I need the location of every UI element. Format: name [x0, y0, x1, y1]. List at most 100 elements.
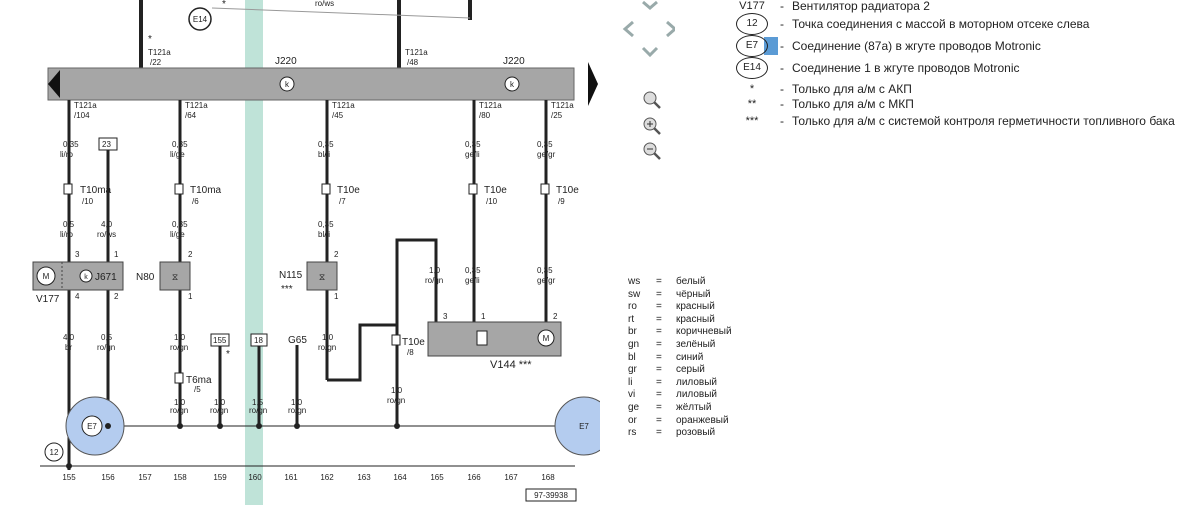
- svg-text:ge/gr: ge/gr: [537, 150, 556, 159]
- connection-icon: E14: [736, 57, 768, 79]
- arrow-left-icon[interactable]: [48, 70, 60, 98]
- color-row: gr=серый: [628, 364, 732, 377]
- color-eq: =: [656, 351, 662, 363]
- grid-number: 155: [62, 473, 76, 482]
- color-code: rs: [628, 427, 637, 439]
- svg-text:T121a: T121a: [148, 48, 171, 57]
- svg-text:T121a: T121a: [405, 48, 428, 57]
- svg-text:/5: /5: [194, 385, 201, 394]
- diagram-code: [525, 488, 577, 502]
- svg-text:0,5: 0,5: [101, 333, 113, 342]
- svg-text:0,35: 0,35: [465, 266, 481, 275]
- legend-row: ** - Только для а/м с МКП: [747, 97, 914, 111]
- zoom-out-icon[interactable]: [643, 142, 661, 160]
- svg-text:⧖: ⧖: [319, 272, 325, 282]
- svg-text:/8: /8: [407, 348, 414, 357]
- svg-text:0,35: 0,35: [318, 220, 334, 229]
- grid-number: 161: [284, 473, 298, 482]
- relay-icon: [279, 76, 295, 92]
- n80-label: N80: [136, 272, 155, 283]
- svg-text:1: 1: [481, 312, 486, 321]
- color-eq: =: [656, 364, 662, 376]
- ref-box-18: [250, 333, 268, 347]
- svg-text:3: 3: [443, 312, 448, 321]
- color-code: br: [628, 326, 637, 338]
- svg-text:ro/gn: ro/gn: [170, 343, 188, 352]
- color-row: gn=зелёный: [628, 339, 732, 352]
- pan-left-icon[interactable]: [622, 20, 634, 38]
- color-row: ws=белый: [628, 276, 732, 289]
- color-eq: =: [656, 389, 662, 401]
- svg-text:ge/li: ge/li: [465, 276, 480, 285]
- svg-text:br: br: [65, 343, 72, 352]
- color-eq: =: [656, 401, 662, 413]
- relay-icon: [504, 76, 520, 92]
- color-eq: =: [656, 276, 662, 287]
- svg-text:ro/gn: ro/gn: [249, 406, 267, 415]
- relay-icon: [79, 269, 93, 283]
- color-name: серый: [676, 364, 705, 376]
- svg-text:1: 1: [188, 292, 193, 301]
- legend-row: V177 - Вентилятор радиатора 2: [739, 0, 930, 13]
- color-name: оранжевый: [676, 414, 729, 426]
- zoom-fit-icon[interactable]: [643, 91, 661, 109]
- svg-text:ro/gn: ro/gn: [97, 343, 115, 352]
- pan-up-icon[interactable]: [642, 0, 658, 10]
- color-code: li: [628, 376, 633, 388]
- svg-text:*: *: [148, 34, 152, 45]
- svg-text:T121a: T121a: [479, 101, 502, 110]
- svg-text:2: 2: [334, 250, 339, 259]
- svg-text:li/ro: li/ro: [60, 150, 73, 159]
- v177-label: V177: [36, 294, 60, 305]
- svg-text:2: 2: [553, 312, 558, 321]
- color-name: чёрный: [676, 288, 711, 300]
- ground-icon: 12: [736, 13, 768, 35]
- svg-text:/10: /10: [486, 197, 498, 206]
- pan-down-icon[interactable]: [641, 46, 659, 58]
- svg-text:0,35: 0,35: [172, 140, 188, 149]
- color-row: ro=красный: [628, 301, 732, 314]
- arrow-right-icon[interactable]: [588, 62, 598, 106]
- svg-text:0,35: 0,35: [537, 140, 553, 149]
- color-code: ge: [628, 401, 640, 413]
- n115-label: N115: [279, 270, 303, 281]
- svg-text:ro/gn: ro/gn: [170, 406, 188, 415]
- connection-icon: E7: [736, 35, 768, 57]
- svg-text:1,0: 1,0: [214, 398, 226, 407]
- svg-text:1,0: 1,0: [429, 266, 441, 275]
- color-row: rt=красный: [628, 314, 732, 327]
- color-name: красный: [676, 313, 715, 325]
- svg-text:0,35: 0,35: [172, 220, 188, 229]
- component-n115: [306, 261, 338, 291]
- g65-label: G65: [288, 335, 307, 346]
- svg-text:1,0: 1,0: [291, 398, 303, 407]
- svg-text:ro/gn: ro/gn: [387, 396, 405, 405]
- zoom-in-icon[interactable]: [643, 117, 661, 135]
- grid-number: 168: [541, 473, 555, 482]
- color-eq: =: [656, 427, 662, 439]
- svg-text:T10ma: T10ma: [80, 185, 112, 196]
- pan-right-icon[interactable]: [666, 20, 675, 38]
- grid-number: 160: [248, 473, 262, 482]
- svg-text:/22: /22: [150, 58, 162, 67]
- color-name: жёлтый: [676, 401, 712, 413]
- svg-text:T10e: T10e: [402, 337, 425, 348]
- component-n80: [159, 261, 191, 291]
- svg-text:1,0: 1,0: [322, 333, 334, 342]
- svg-text:/104: /104: [74, 111, 90, 120]
- svg-text:M: M: [543, 334, 550, 343]
- svg-text:155: 155: [213, 336, 227, 345]
- j220-control-unit: [47, 67, 575, 101]
- svg-text:/45: /45: [332, 111, 344, 120]
- grid-number: 162: [320, 473, 334, 482]
- svg-text:T10ma: T10ma: [190, 185, 222, 196]
- svg-text:0,35: 0,35: [318, 140, 334, 149]
- svg-text:li/ro: li/ro: [60, 230, 73, 239]
- svg-text:1,0: 1,0: [174, 333, 186, 342]
- svg-text:bl/li: bl/li: [318, 230, 330, 239]
- svg-text:ge/gr: ge/gr: [537, 276, 556, 285]
- color-name: красный: [676, 301, 715, 313]
- color-code: bl: [628, 351, 636, 363]
- svg-text:2: 2: [188, 250, 193, 259]
